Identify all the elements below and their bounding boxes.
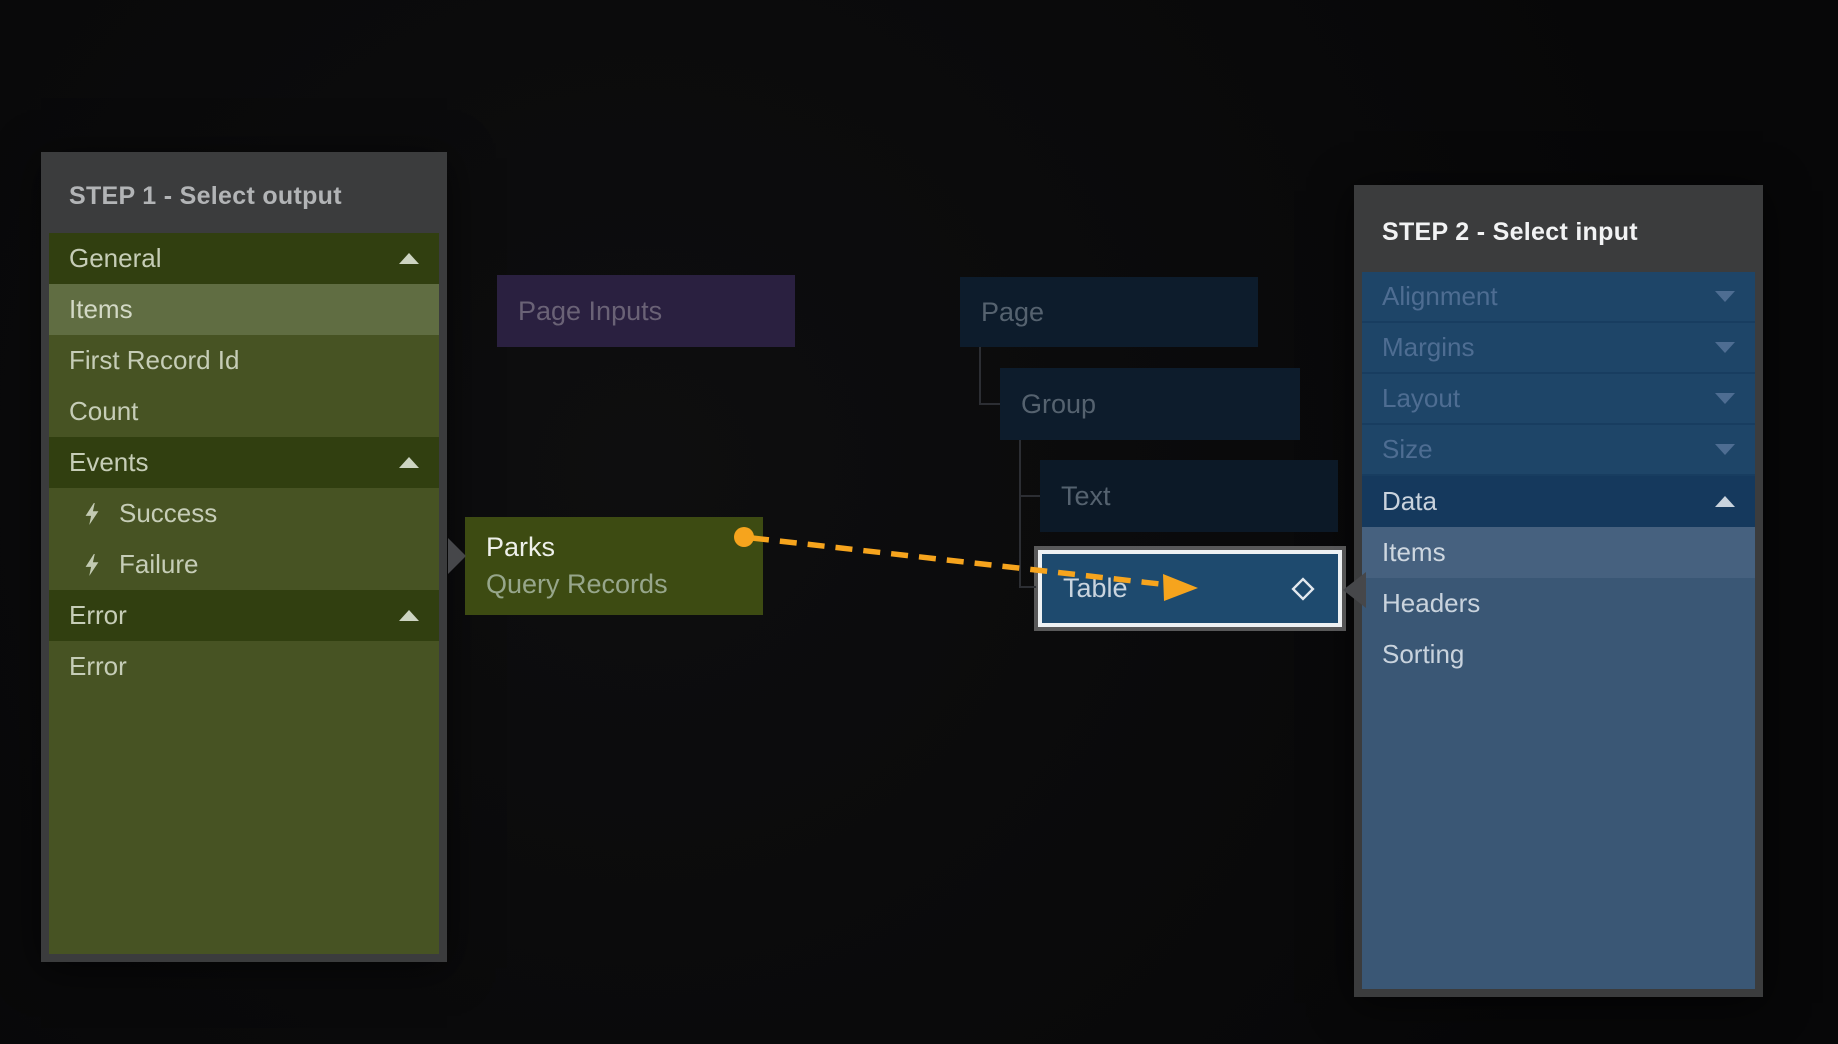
chevron-down-icon[interactable] — [1715, 444, 1735, 455]
item-label: Items — [69, 294, 133, 324]
item-label: Headers — [1382, 588, 1481, 618]
chevron-up-icon[interactable] — [399, 457, 419, 468]
chevron-down-icon[interactable] — [1715, 342, 1735, 353]
diamond-port-icon[interactable] — [1289, 575, 1317, 603]
output-item-first-record-id[interactable]: First Record Id — [49, 335, 439, 386]
output-item-count[interactable]: Count — [49, 386, 439, 437]
step2-list-filler — [1362, 680, 1755, 989]
output-section-general[interactable]: General — [49, 233, 439, 284]
node-label: Group — [1021, 388, 1097, 419]
node-label: Table — [1063, 573, 1128, 603]
chevron-up-icon[interactable] — [399, 253, 419, 264]
section-label: Layout — [1382, 383, 1461, 413]
section-label: Size — [1382, 434, 1433, 464]
output-section-error[interactable]: Error — [49, 590, 439, 641]
node-label: Text — [1061, 480, 1111, 511]
step2-select-input-panel: STEP 2 - Select input Alignment Margins … — [1354, 185, 1763, 997]
input-section-margins[interactable]: Margins — [1362, 323, 1755, 374]
input-section-layout[interactable]: Layout — [1362, 374, 1755, 425]
node-label: Page — [981, 296, 1045, 327]
node-label: Page Inputs — [518, 295, 663, 326]
chevron-up-icon[interactable] — [399, 610, 419, 621]
section-label: Margins — [1382, 332, 1475, 362]
output-item-error[interactable]: Error — [49, 641, 439, 692]
chevron-down-icon[interactable] — [1715, 393, 1735, 404]
item-label: Failure — [119, 549, 199, 579]
input-item-sorting[interactable]: Sorting — [1362, 629, 1755, 680]
input-section-size[interactable]: Size — [1362, 425, 1755, 476]
query-node-subtitle: Query Records — [486, 568, 668, 599]
item-label: Error — [69, 651, 127, 681]
section-label: General — [69, 243, 162, 273]
lightning-icon — [81, 502, 103, 526]
output-section-events[interactable]: Events — [49, 437, 439, 488]
input-item-headers[interactable]: Headers — [1362, 578, 1755, 629]
output-item-failure[interactable]: Failure — [49, 539, 439, 590]
lightning-icon — [81, 553, 103, 577]
step2-input-list: Alignment Margins Layout Size Data Items — [1362, 272, 1755, 989]
item-label: Success — [119, 498, 218, 528]
item-label: Sorting — [1382, 639, 1465, 669]
step1-panel-arrow-notch — [448, 538, 466, 574]
section-label: Events — [69, 447, 149, 477]
node-group[interactable]: Group — [1000, 368, 1300, 440]
chevron-down-icon[interactable] — [1715, 291, 1735, 302]
tree-line-group-table — [1019, 440, 1036, 588]
node-parks-query-records[interactable]: Parks Query Records — [465, 517, 763, 615]
section-label: Error — [69, 600, 127, 630]
node-text[interactable]: Text — [1040, 460, 1338, 532]
item-label: First Record Id — [69, 345, 240, 375]
output-item-success[interactable]: Success — [49, 488, 439, 539]
node-page-inputs[interactable]: Page Inputs — [497, 275, 795, 347]
query-node-title: Parks — [486, 532, 556, 563]
chevron-up-icon[interactable] — [1715, 496, 1735, 507]
step1-panel-title: STEP 1 - Select output — [69, 182, 342, 210]
step1-select-output-panel: STEP 1 - Select output General Items Fir… — [41, 152, 447, 962]
step1-list-filler — [49, 692, 439, 954]
node-page[interactable]: Page — [960, 277, 1258, 347]
step1-output-list: General Items First Record Id Count Even… — [49, 233, 439, 954]
item-label: Items — [1382, 537, 1446, 567]
step2-panel-title: STEP 2 - Select input — [1382, 218, 1638, 246]
section-label: Alignment — [1382, 281, 1498, 311]
item-label: Count — [69, 396, 139, 426]
output-item-items[interactable]: Items — [49, 284, 439, 335]
node-table-drop-target[interactable]: Table — [1038, 550, 1342, 627]
input-section-alignment[interactable]: Alignment — [1362, 272, 1755, 323]
input-section-data[interactable]: Data — [1362, 476, 1755, 527]
section-label: Data — [1382, 486, 1437, 516]
tree-line-page-group — [979, 347, 1000, 405]
connector-source-port[interactable] — [734, 527, 754, 547]
input-item-items[interactable]: Items — [1362, 527, 1755, 578]
